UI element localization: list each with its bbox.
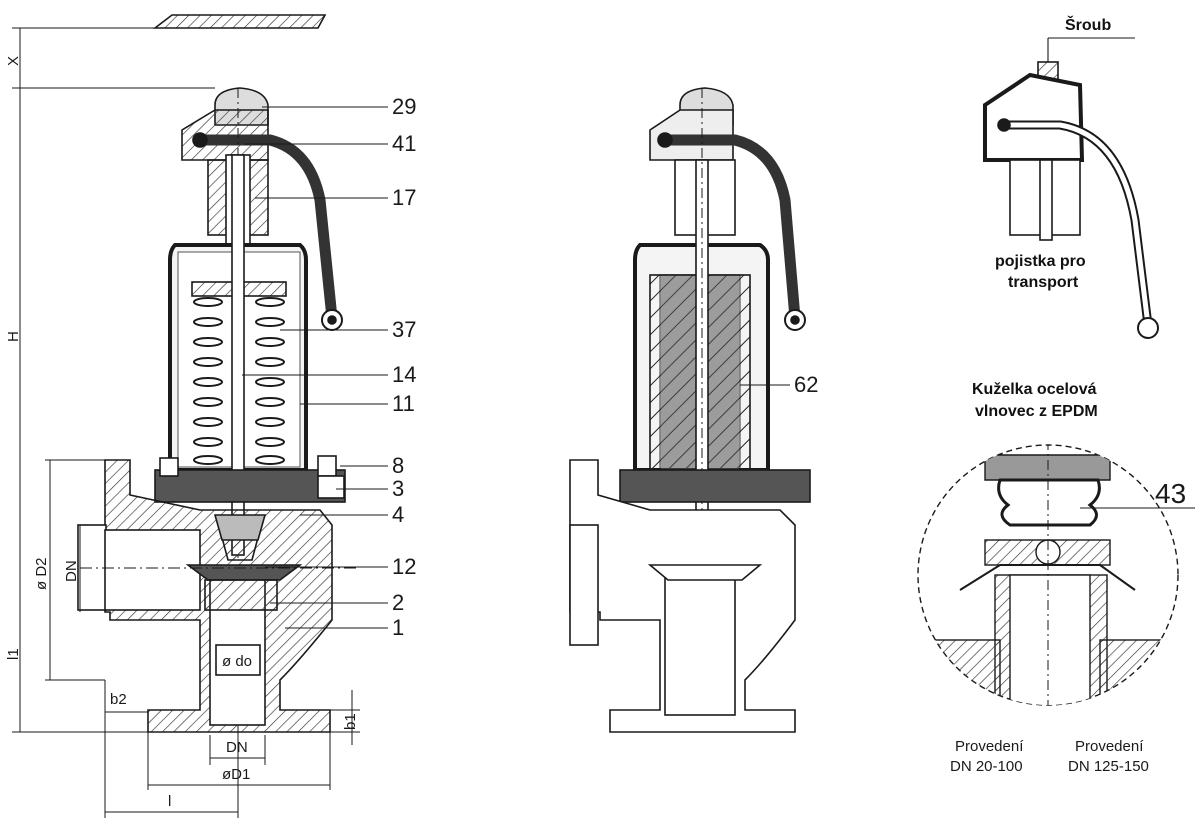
dimension-lines [12, 27, 360, 818]
dim-x-label: X [5, 55, 22, 66]
callout-12: 12 [392, 554, 417, 579]
callout-3: 3 [392, 476, 405, 501]
detail-title-line2: vlnovec z EPDM [975, 403, 1098, 420]
dim-dn-bottom-label: DN [226, 739, 248, 756]
callout-4: 4 [392, 502, 405, 527]
callout-8: 8 [392, 453, 405, 478]
leader-lines [242, 106, 388, 629]
dim-h-label: H [5, 331, 22, 342]
dim-b2-label: b2 [110, 691, 127, 708]
dim-dn-side-label: DN [63, 560, 80, 582]
callout-11: 11 [392, 391, 415, 416]
caption-right-line1: Provedení [1075, 738, 1144, 755]
caption-right-line2: DN 125-150 [1068, 758, 1149, 775]
dim-l1-label: l1 [5, 648, 22, 660]
callout-2: 2 [392, 590, 405, 615]
dim-l-label: l [168, 793, 172, 810]
caption-left-line2: DN 20-100 [950, 758, 1023, 775]
callout-29: 29 [392, 94, 417, 119]
callout-17: 17 [392, 185, 417, 210]
callout-1: 1 [392, 615, 405, 640]
bellows-detail [917, 444, 1195, 706]
callout-37: 37 [392, 317, 417, 342]
dim-d2-label: ø D2 [33, 557, 50, 590]
transport-lock-detail [983, 37, 1159, 339]
detail-title-line1: Kuželka ocelová [972, 381, 1097, 398]
callout-14: 14 [392, 362, 417, 387]
middle-valve [569, 87, 811, 733]
callout-62: 62 [794, 372, 819, 397]
dim-do-label: ø do [222, 653, 253, 670]
callout-41: 41 [392, 131, 417, 156]
transport-label-line1: pojistka pro [995, 253, 1086, 270]
left-valve [77, 14, 360, 818]
dim-d1-label: øD1 [222, 766, 251, 783]
transport-label-line2: transport [1008, 274, 1079, 291]
dim-b1-label: b1 [342, 713, 359, 730]
callout-43: 43 [1155, 478, 1187, 509]
screw-label: Šroub [1065, 17, 1112, 34]
caption-left-line1: Provedení [955, 738, 1024, 755]
